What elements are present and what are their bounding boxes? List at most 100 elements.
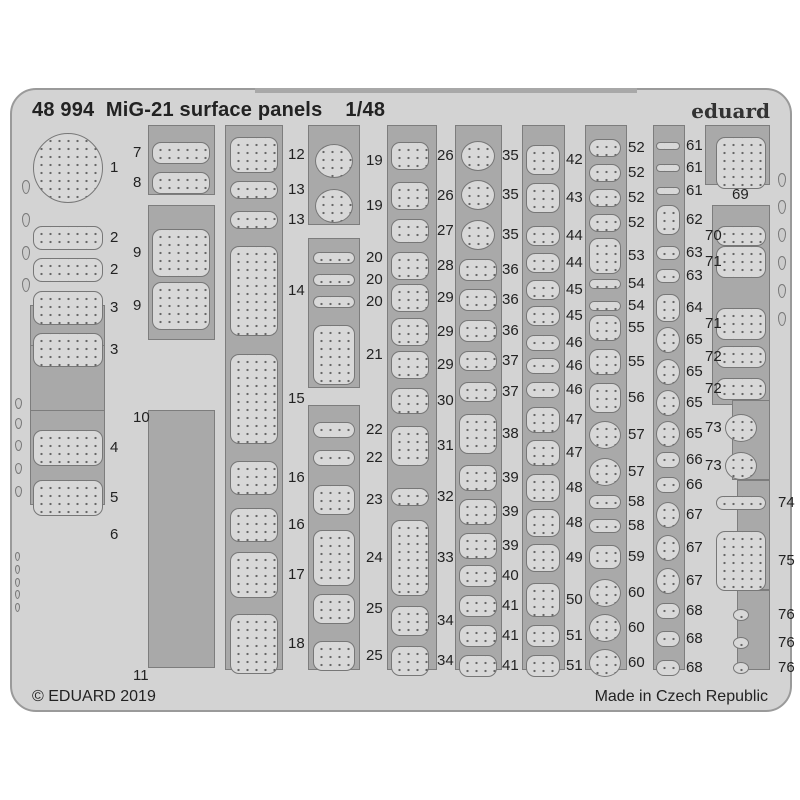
etched-part[interactable] — [656, 660, 680, 676]
etched-part[interactable] — [459, 351, 497, 371]
etched-part[interactable] — [589, 519, 621, 533]
etched-part[interactable] — [313, 450, 355, 466]
etched-part[interactable] — [589, 421, 621, 449]
etched-part[interactable] — [461, 180, 495, 210]
etched-part[interactable] — [461, 141, 495, 171]
etched-part[interactable] — [656, 390, 680, 416]
etched-part[interactable] — [391, 520, 429, 596]
etched-part[interactable] — [152, 229, 210, 277]
etched-part[interactable] — [656, 246, 680, 260]
etched-part[interactable] — [459, 465, 497, 491]
etched-part[interactable] — [656, 603, 680, 619]
etched-part[interactable] — [391, 219, 429, 243]
etched-part[interactable] — [656, 294, 680, 322]
etched-part[interactable] — [733, 662, 749, 674]
etched-part[interactable] — [33, 291, 103, 325]
etched-part[interactable] — [230, 137, 278, 173]
etched-part[interactable] — [313, 530, 355, 586]
etched-part[interactable] — [33, 226, 103, 250]
etched-part[interactable] — [459, 625, 497, 647]
etched-part[interactable] — [313, 641, 355, 671]
etched-part[interactable] — [589, 458, 621, 486]
etched-part[interactable] — [391, 182, 429, 210]
etched-part[interactable] — [459, 565, 497, 587]
etched-part[interactable] — [391, 284, 429, 312]
etched-part[interactable] — [313, 296, 355, 308]
etched-part[interactable] — [589, 579, 621, 607]
etched-part[interactable] — [589, 301, 621, 311]
etched-part[interactable] — [391, 388, 429, 414]
etched-part[interactable] — [313, 485, 355, 515]
etched-part[interactable] — [526, 407, 560, 433]
etched-part[interactable] — [589, 214, 621, 232]
etched-part[interactable] — [230, 461, 278, 495]
etched-part[interactable] — [33, 430, 103, 466]
etched-part[interactable] — [656, 205, 680, 235]
etched-part[interactable] — [526, 183, 560, 213]
etched-part[interactable] — [152, 172, 210, 194]
etched-part[interactable] — [656, 421, 680, 447]
etched-part[interactable] — [716, 496, 766, 510]
etched-part[interactable] — [391, 318, 429, 346]
etched-part[interactable] — [526, 145, 560, 175]
etched-part[interactable] — [33, 480, 103, 516]
etched-part[interactable] — [656, 269, 680, 283]
etched-part[interactable] — [152, 142, 210, 164]
etched-part[interactable] — [230, 211, 278, 229]
etched-part[interactable] — [526, 358, 560, 374]
etched-part[interactable] — [526, 440, 560, 466]
etched-part[interactable] — [656, 452, 680, 468]
etched-part[interactable] — [526, 306, 560, 326]
etched-part[interactable] — [391, 488, 429, 506]
etched-part[interactable] — [33, 333, 103, 367]
etched-part[interactable] — [459, 382, 497, 402]
etched-part[interactable] — [589, 495, 621, 509]
etched-part[interactable] — [526, 280, 560, 300]
etched-part[interactable] — [315, 189, 353, 223]
etched-part[interactable] — [589, 164, 621, 182]
etched-part[interactable] — [230, 614, 278, 674]
etched-part[interactable] — [391, 142, 429, 170]
etched-part[interactable] — [733, 637, 749, 649]
etched-part[interactable] — [716, 226, 766, 246]
etched-part[interactable] — [716, 378, 766, 400]
etched-part[interactable] — [391, 351, 429, 379]
etched-part[interactable] — [656, 477, 680, 493]
etched-part[interactable] — [589, 649, 621, 677]
etched-part[interactable] — [230, 552, 278, 598]
etched-part[interactable] — [152, 282, 210, 330]
etched-part[interactable] — [589, 614, 621, 642]
etched-part[interactable] — [716, 531, 766, 591]
etched-part[interactable] — [230, 246, 278, 336]
etched-part[interactable] — [459, 414, 497, 454]
etched-part[interactable] — [725, 414, 757, 442]
etched-part[interactable] — [33, 133, 103, 203]
etched-part[interactable] — [526, 509, 560, 537]
etched-part[interactable] — [656, 535, 680, 561]
etched-part[interactable] — [459, 499, 497, 525]
etched-part[interactable] — [526, 583, 560, 617]
etched-part[interactable] — [526, 226, 560, 246]
etched-part[interactable] — [313, 274, 355, 286]
etched-part[interactable] — [656, 568, 680, 594]
etched-part[interactable] — [230, 508, 278, 542]
etched-part[interactable] — [526, 335, 560, 351]
etched-part[interactable] — [526, 474, 560, 502]
etched-part[interactable] — [526, 544, 560, 572]
etched-part[interactable] — [656, 327, 680, 353]
etched-part[interactable] — [230, 354, 278, 444]
etched-part[interactable] — [716, 308, 766, 340]
etched-part[interactable] — [230, 181, 278, 199]
etched-part[interactable] — [725, 452, 757, 480]
etched-part[interactable] — [313, 422, 355, 438]
etched-part[interactable] — [526, 382, 560, 398]
etched-part[interactable] — [313, 594, 355, 624]
etched-part[interactable] — [459, 320, 497, 342]
etched-part[interactable] — [459, 259, 497, 281]
etched-part[interactable] — [391, 252, 429, 280]
etched-part[interactable] — [459, 533, 497, 559]
etched-part[interactable] — [656, 142, 680, 150]
etched-part[interactable] — [459, 595, 497, 617]
etched-part[interactable] — [589, 238, 621, 274]
etched-part[interactable] — [391, 426, 429, 466]
